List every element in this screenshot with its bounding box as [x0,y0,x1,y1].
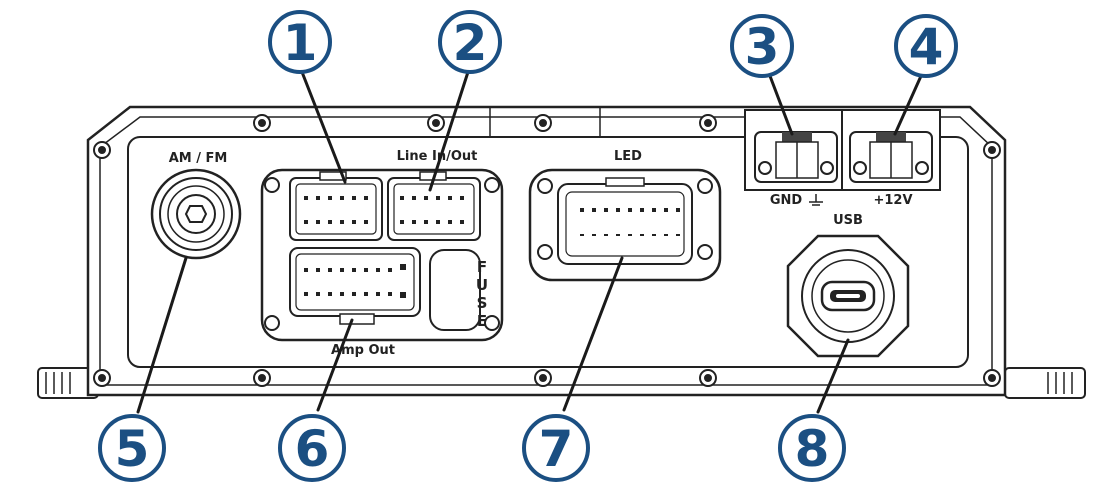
callout-3: 3 [730,14,794,78]
callout-8: 8 [778,414,846,482]
amp-out-label: Amp Out [331,343,395,358]
screw [699,369,717,387]
callout-6-number: 6 [295,420,330,478]
line-in-out-label: Line In/Out [397,149,478,164]
callout-2-number: 2 [453,14,488,72]
connector-6 [289,247,421,325]
leader-5 [136,256,188,414]
callout-4-number: 4 [909,18,944,76]
screw [427,114,445,132]
screw [983,141,1001,159]
led-label: LED [614,149,642,164]
usb-label: USB [833,213,863,228]
callout-1: 1 [268,10,332,74]
screw [93,141,111,159]
leader-6 [316,318,354,412]
callout-7: 7 [522,414,590,482]
screw [699,114,717,132]
leader-lines [136,70,923,414]
leader-7 [562,256,624,412]
callout-6: 6 [278,414,346,482]
callout-2: 2 [438,10,502,74]
leader-4 [893,74,923,136]
callout-3-number: 3 [745,18,780,76]
callout-8-number: 8 [795,420,830,478]
screw [253,369,271,387]
fuse-holder: FUSE [419,249,491,331]
callout-5-number: 5 [115,420,150,478]
leader-1 [300,70,347,184]
harness-block: Line In/Out [260,149,504,358]
callouts: 1 2 3 4 5 6 7 8 [98,10,958,482]
led-connector: LED [528,149,722,282]
connector-1 [289,171,383,241]
plus12v-label: +12V [873,193,912,208]
screw [983,369,1001,387]
plus12v-terminal [849,131,933,183]
leader-3 [768,74,794,136]
screw [93,369,111,387]
callout-4: 4 [894,14,958,78]
gnd-terminal [754,131,838,183]
am-fm-label: AM / FM [169,151,228,166]
am-fm-antenna-connector: AM / FM [150,151,242,260]
connector-2 [387,171,481,241]
right-mounting-rail [1004,367,1086,399]
usb-port: USB [786,213,910,358]
power-terminals: GND +12V [744,109,941,208]
gnd-label: GND [770,193,803,208]
callout-7-number: 7 [539,420,574,478]
leader-8 [816,338,850,414]
screw [534,369,552,387]
callout-1-number: 1 [283,14,318,72]
ground-symbol-icon [809,194,823,206]
callout-5: 5 [98,414,166,482]
leader-2 [428,70,470,192]
screw [534,114,552,132]
screw [253,114,271,132]
screws [93,114,1001,387]
